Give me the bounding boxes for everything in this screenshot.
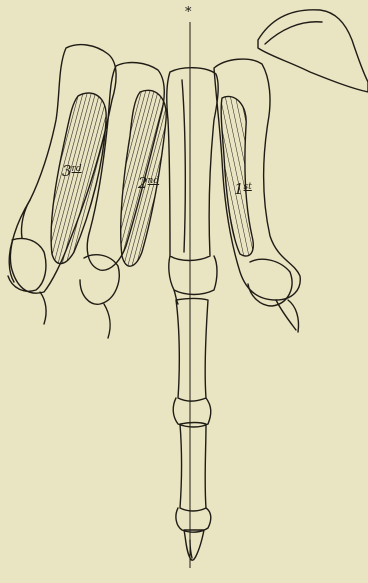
- label-third: 3rd: [62, 164, 82, 179]
- central-metacarpal: [167, 68, 218, 261]
- middle-phalanx: [180, 423, 206, 512]
- left-knuckle: [8, 239, 46, 292]
- distal-phalanx: [184, 530, 204, 560]
- second-remnant: [104, 304, 110, 338]
- first-muscle: [221, 96, 253, 256]
- central-joint: [169, 256, 217, 295]
- proximal-phalanx: [176, 299, 208, 402]
- left-remnant: [40, 292, 46, 324]
- label-second: 2nd: [138, 176, 159, 191]
- axis-marker: *: [185, 6, 192, 19]
- second-knuckle: [80, 255, 119, 305]
- label-first: 1st: [234, 182, 252, 197]
